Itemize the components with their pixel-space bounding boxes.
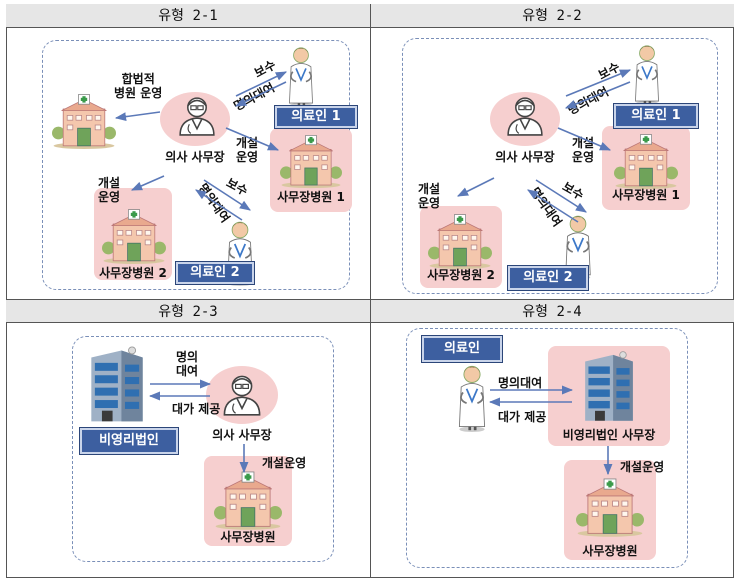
doctor1-box: 의료인 1 — [275, 106, 357, 128]
panel-header-2-3: 유형 2-3 — [6, 299, 370, 323]
boss-label: 의사 사무장 — [165, 150, 225, 164]
panel-2-3-dashed-frame — [72, 336, 334, 562]
hospital-label: 사무장병원 — [220, 530, 276, 544]
hospital2-label: 사무장병원 2 — [99, 266, 167, 280]
panel-header-2-1: 유형 2-1 — [6, 4, 370, 28]
doctor2-box: 의료인 2 — [176, 262, 254, 284]
arrow-open1 — [225, 127, 280, 151]
arrow-loan-from-doctor1 — [234, 81, 287, 107]
arrow-boss-to-hospital — [114, 111, 161, 122]
fee-label: 대가 제공 — [172, 402, 221, 416]
arrow-pay-doctor1 — [565, 69, 632, 97]
panel-2-2-dashed-frame — [402, 38, 718, 294]
doctor-box: 의료인 — [422, 336, 502, 362]
arrow-loan-from-doctor2 — [527, 189, 579, 223]
grid-horizontal-divider — [6, 299, 734, 300]
arrow-pay-doctor1 — [235, 71, 288, 97]
open2-label: 개설 운영 — [98, 176, 121, 204]
grid-vertical-divider — [370, 4, 371, 578]
arrow-open2 — [130, 175, 165, 191]
boss-label: 의사 사무장 — [495, 150, 555, 164]
doctor2-box: 의료인 2 — [508, 266, 588, 290]
panel-header-2-4: 유형 2-4 — [370, 299, 734, 323]
hospital2-label: 사무장병원 2 — [427, 268, 495, 282]
legal-operation-label: 합법적 병원 운영 — [114, 72, 163, 100]
hospital1-label: 사무장병원 1 — [612, 188, 680, 202]
arrow-open1 — [557, 127, 612, 151]
nonprofit-box: 비영리법인 — [80, 428, 178, 454]
arrow-loan-from-doctor1 — [564, 81, 631, 109]
arrow-pay-doctor2 — [203, 179, 251, 211]
open-label: 개설운영 — [262, 456, 307, 470]
fee-label: 대가 제공 — [498, 410, 547, 424]
arrow-loan-from-doctor2 — [195, 189, 243, 221]
hospital-label: 사무장병원 — [582, 544, 638, 558]
nonprofit-boss-label: 비영리법인 사무장 — [562, 428, 656, 442]
panel-header-2-2: 유형 2-2 — [370, 4, 734, 28]
open-label: 개설운영 — [620, 460, 665, 474]
open2-label: 개설 운영 — [418, 182, 441, 210]
arrow-open2 — [456, 177, 495, 197]
panel-2-4-dashed-frame — [406, 328, 688, 568]
hospital1-label: 사무장병원 1 — [277, 190, 345, 204]
arrow-pay-doctor2 — [535, 179, 587, 213]
open1-label: 개설 운영 — [572, 136, 595, 164]
boss-label: 의사 사무장 — [212, 428, 272, 442]
loan-label: 명의 대여 — [176, 350, 199, 378]
loan-label: 명의대여 — [498, 376, 543, 390]
doctor1-box: 의료인 1 — [614, 104, 698, 128]
